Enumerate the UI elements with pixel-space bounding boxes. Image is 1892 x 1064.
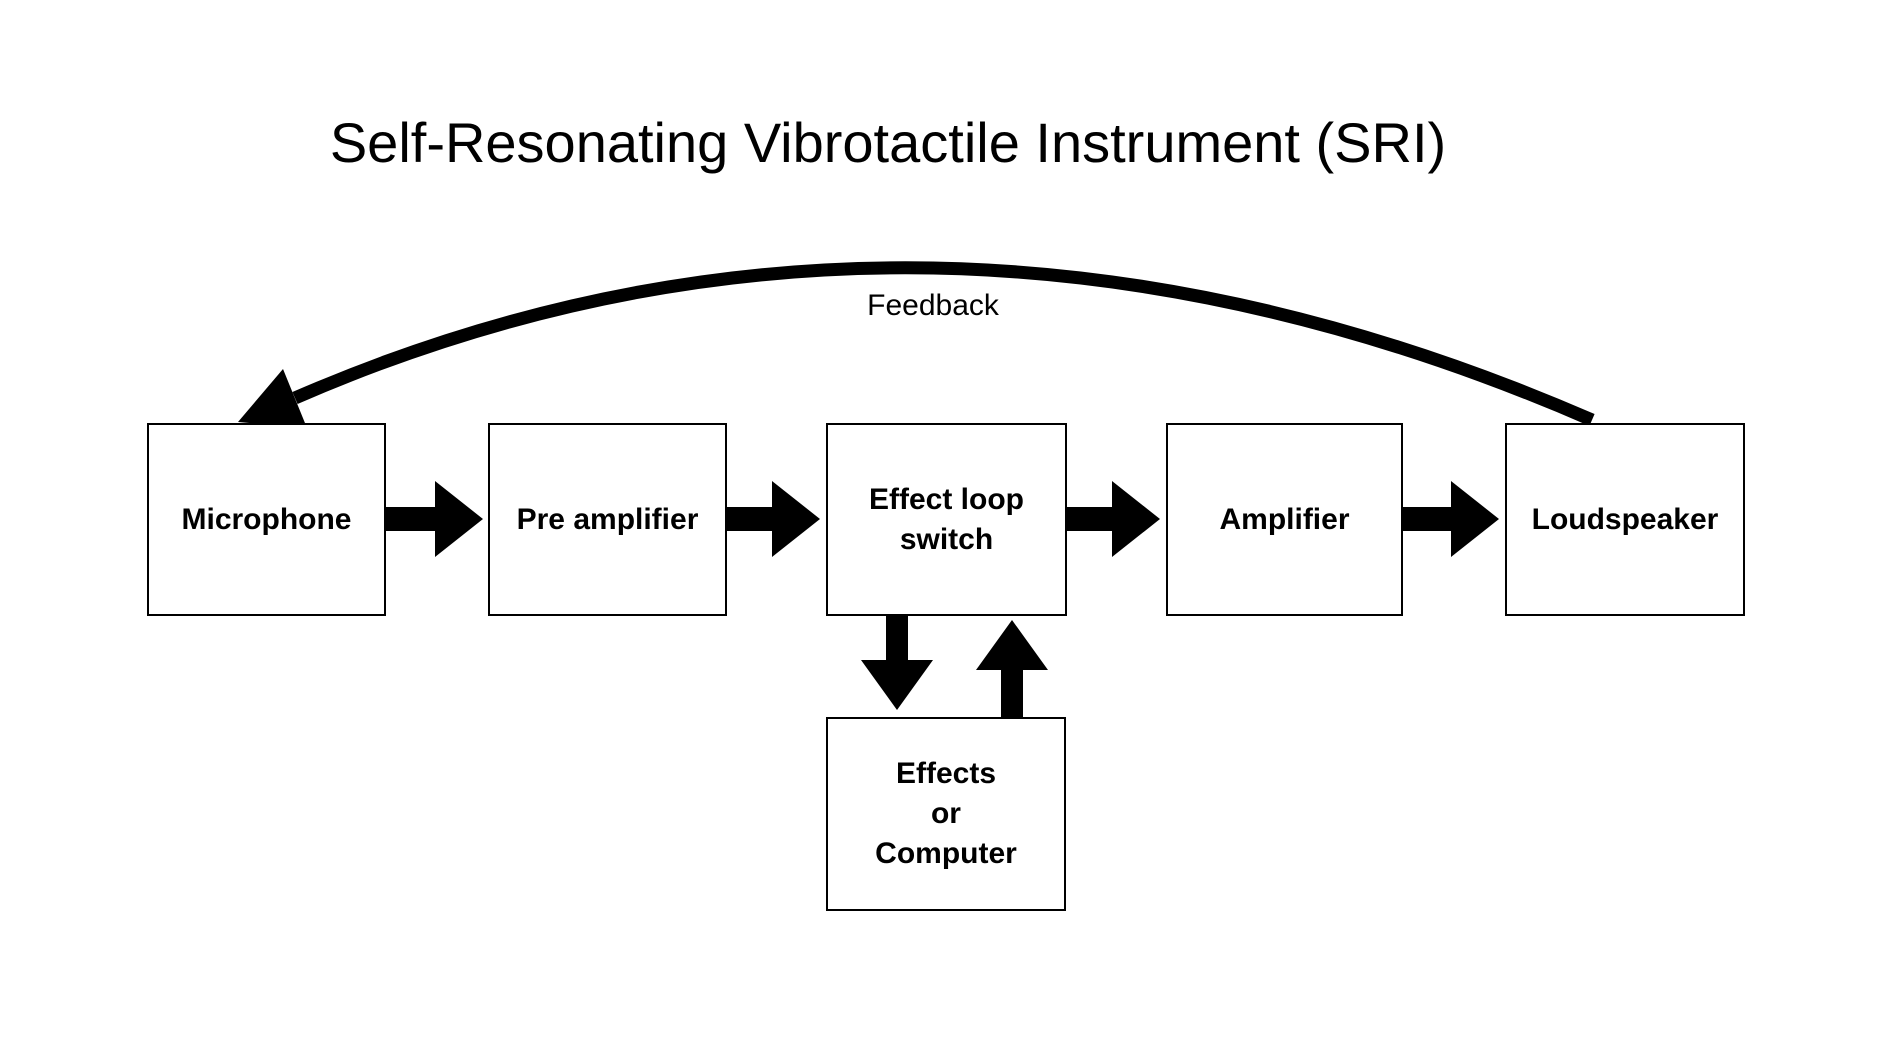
node-amplifier: Amplifier: [1166, 423, 1403, 616]
node-effect-loop-switch-label-line1: Effect loop: [869, 482, 1024, 516]
node-effects-label-line2: or: [930, 797, 961, 830]
node-loudspeaker: Loudspeaker: [1505, 423, 1745, 616]
node-microphone-label: Microphone: [181, 502, 352, 536]
arrow-effects-to-effectloop-up-icon: [976, 620, 1048, 717]
node-effect-loop-switch-label-line2: switch: [899, 522, 994, 556]
node-effects-label-line3: Computer: [875, 837, 1017, 870]
arrow-microphone-to-preamplifier-icon: [386, 481, 483, 557]
feedback-arc-line: [292, 261, 1595, 426]
node-amplifier-label: Amplifier: [1219, 502, 1350, 536]
arrow-effectloop-to-effects-down-icon: [861, 616, 933, 710]
feedback-label: Feedback: [867, 289, 999, 322]
node-effects-label-line1: Effects: [895, 757, 997, 790]
arrow-effectloop-to-amplifier-icon: [1067, 481, 1160, 557]
node-effects-or-computer: Effects or Computer: [826, 717, 1066, 911]
node-pre-amplifier-label: Pre amplifier: [516, 502, 699, 536]
arrow-amplifier-to-loudspeaker-icon: [1403, 481, 1499, 557]
node-loudspeaker-label: Loudspeaker: [1531, 502, 1719, 536]
node-microphone: Microphone: [147, 423, 386, 616]
feedback-arrowhead-icon: [238, 369, 307, 428]
arrow-preamplifier-to-effectloop-icon: [727, 481, 820, 557]
node-effect-loop-switch: Effect loop switch: [826, 423, 1067, 616]
page-title: Self-Resonating Vibrotactile Instrument …: [329, 111, 1447, 174]
node-pre-amplifier: Pre amplifier: [488, 423, 727, 616]
